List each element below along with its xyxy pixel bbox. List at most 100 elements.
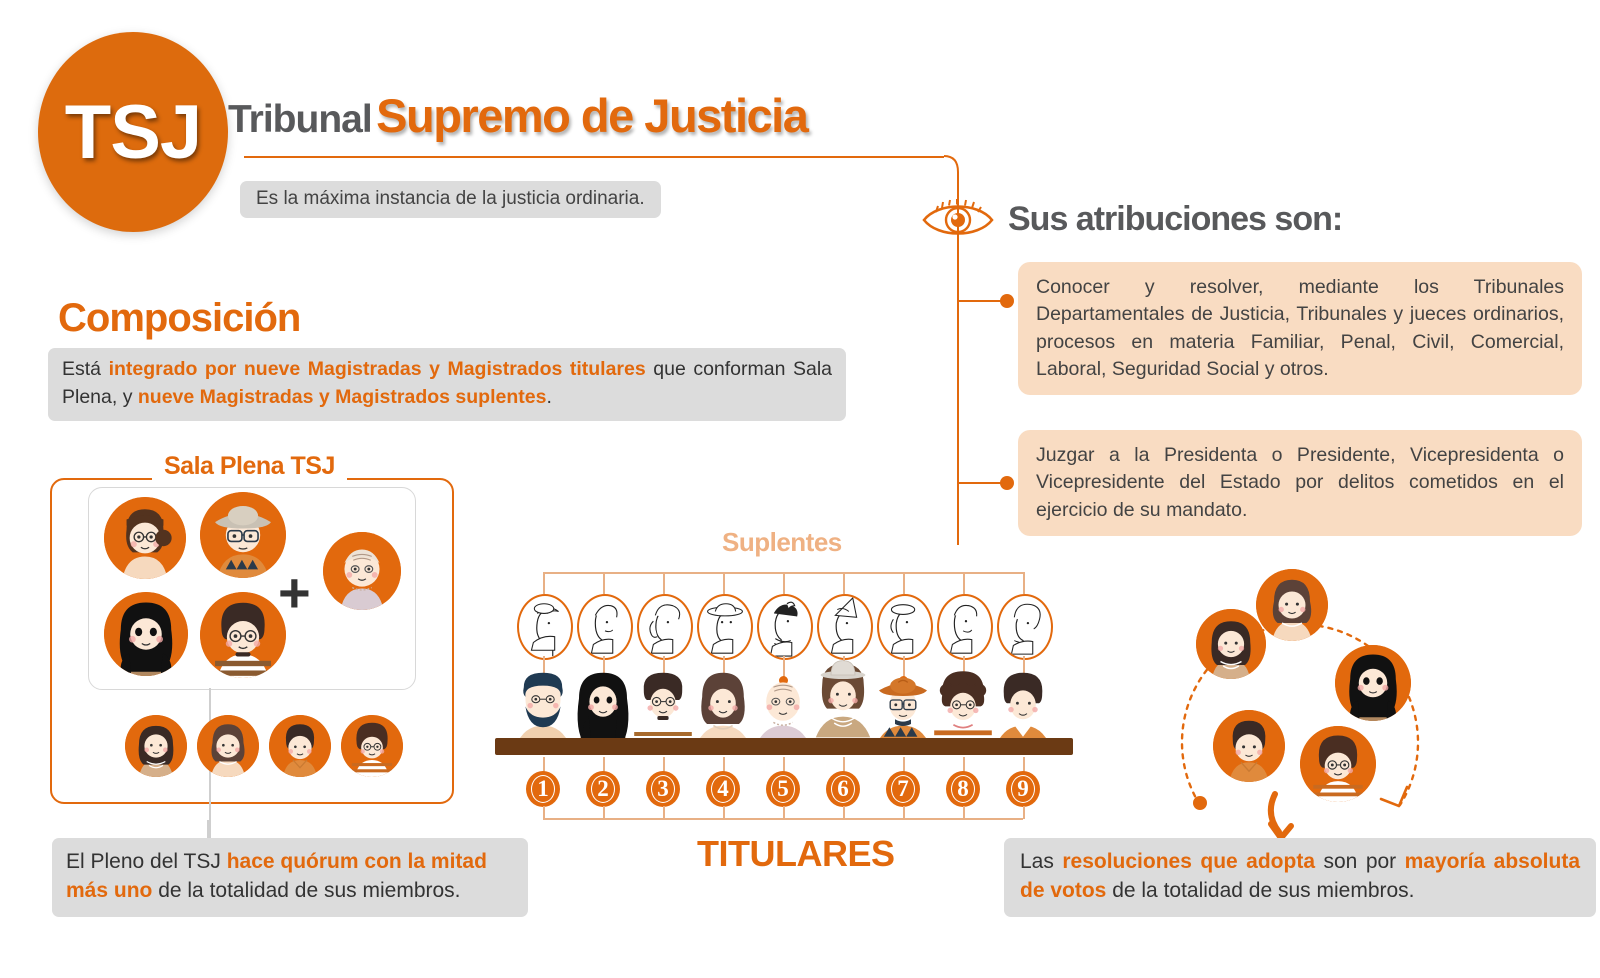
number-badge-ring (891, 775, 915, 803)
eye-icon (922, 199, 994, 235)
titulares-label: TITULARES (697, 833, 895, 874)
header-elbow-curve (943, 155, 959, 210)
right-group-avatar-2 (1196, 609, 1266, 679)
composition-bold-1: integrado por nueve Magistradas y Magist… (108, 358, 646, 380)
suplente-stem-bottom (783, 656, 785, 680)
sala-avatar-extra (323, 532, 401, 610)
number-stem-bottom (843, 806, 845, 819)
number-stem-bottom (543, 806, 545, 819)
suplente-stem-bottom (903, 656, 905, 680)
number-badge-ring (1011, 775, 1035, 803)
number-badge-ring (711, 775, 735, 803)
resolutions-text: Las resoluciones que adopta son por mayo… (1004, 838, 1596, 917)
suplente-stem-top (963, 572, 965, 594)
suplente-stem-bottom (963, 656, 965, 680)
suplente-avatar (817, 594, 873, 660)
titular-number-badge: 1 (526, 771, 560, 807)
number-stem-bottom (1023, 806, 1025, 819)
suplente-lead-dot (778, 676, 788, 685)
right-group-avatar-3 (1335, 645, 1411, 721)
suplente-stem-bottom (1023, 656, 1025, 680)
subtitle-text: Es la máxima instancia de la justicia or… (256, 188, 645, 209)
composition-text: Está integrado por nueve Magistradas y M… (48, 348, 846, 422)
suplente-stem-top (843, 572, 845, 594)
titular-avatar (811, 657, 875, 741)
attribution-connector-2 (957, 482, 1009, 484)
suplente-stem-top (783, 572, 785, 594)
number-badge-ring (831, 775, 855, 803)
quorum-text-1: El Pleno del TSJ (66, 850, 227, 873)
number-stem-bottom (903, 806, 905, 819)
number-stem-top (783, 757, 785, 773)
number-stem-top (843, 757, 845, 773)
number-stem-bottom (723, 806, 725, 819)
composition-bold-2: nueve Magistradas y Magistrados suplente… (137, 385, 547, 408)
number-stem-bottom (663, 806, 665, 819)
title-supremo: Supremo de Justicia (376, 89, 809, 142)
resolutions-text-3: de la totalidad de sus miembros. (1106, 879, 1415, 903)
number-stem-top (1023, 757, 1025, 773)
titular-number-badge: 2 (586, 771, 620, 807)
suplente-avatar (637, 594, 693, 660)
titular-number-badge: 6 (826, 771, 860, 807)
composition-text-3: . (546, 385, 552, 408)
number-stem-bottom (783, 806, 785, 819)
sala-avatar-2 (200, 492, 286, 578)
number-stem-bottom (603, 806, 605, 819)
suplente-stem-bottom (723, 656, 725, 680)
number-stem-top (903, 757, 905, 773)
suplente-stem-top (543, 572, 545, 594)
quorum-bold-1: hace quórum con la mitad más uno (66, 850, 487, 903)
quorum-stem (207, 820, 209, 848)
sala-bottom-avatar-1 (125, 715, 187, 777)
number-badge-ring (531, 775, 555, 803)
titular-number-badge: 5 (766, 771, 800, 807)
number-stem-top (723, 757, 725, 773)
titulares-bracket (543, 818, 1023, 820)
suplente-avatar (997, 594, 1053, 660)
sala-avatar-4 (200, 592, 286, 678)
suplentes-label: Suplentes (722, 527, 842, 557)
title-tribunal: Tribunal (228, 98, 373, 141)
sala-plena-label: Sala Plena TSJ (152, 452, 347, 481)
suplente-stem-top (603, 572, 605, 594)
suplente-avatar (577, 594, 633, 660)
number-stem-top (603, 757, 605, 773)
attribution-card-2: Juzgar a la Presidenta o Presidente, Vic… (1018, 430, 1582, 536)
suplente-stem-top (663, 572, 665, 594)
titular-number-badge: 9 (1006, 771, 1040, 807)
attributions-title: Sus atribuciones son: (1008, 200, 1343, 238)
sala-bottom-avatar-2 (197, 715, 259, 777)
composition-title: Composición (58, 296, 301, 340)
attribution-bullet-1 (1000, 294, 1014, 308)
number-badge-ring (951, 775, 975, 803)
suplente-avatar (517, 594, 573, 660)
sala-avatar-1 (104, 497, 186, 579)
titular-number-badge: 4 (706, 771, 740, 807)
composition-text-1: Está (62, 358, 109, 380)
attribution-connector-1 (957, 300, 1009, 302)
quorum-text: El Pleno del TSJ hace quórum con la mita… (52, 838, 528, 917)
suplente-avatar (877, 594, 933, 660)
number-badge-ring (771, 775, 795, 803)
tsj-logo-badge: TSJ (38, 32, 228, 232)
right-group-avatar-5 (1300, 726, 1376, 802)
tsj-logo-text: TSJ (64, 89, 202, 175)
resolutions-bold-2: mayoría absoluta de votos (1020, 850, 1581, 903)
number-stem-top (663, 757, 665, 773)
bench-desk (495, 738, 1073, 755)
suplente-stem-top (723, 572, 725, 594)
quorum-text-2: de la totalidad de sus miembros. (152, 879, 461, 903)
number-stem-top (543, 757, 545, 773)
titular-number-badge: 8 (946, 771, 980, 807)
resolutions-text-2: son por (1315, 850, 1405, 873)
number-stem-bottom (963, 806, 965, 819)
page-title: Tribunal Supremo de Justicia (228, 88, 809, 143)
titular-number-badge: 3 (646, 771, 680, 807)
header-rule (244, 156, 944, 158)
suplente-stem-bottom (663, 656, 665, 680)
suplente-avatar (757, 594, 813, 660)
number-badge-ring (591, 775, 615, 803)
right-group-avatar-1 (1256, 569, 1328, 641)
